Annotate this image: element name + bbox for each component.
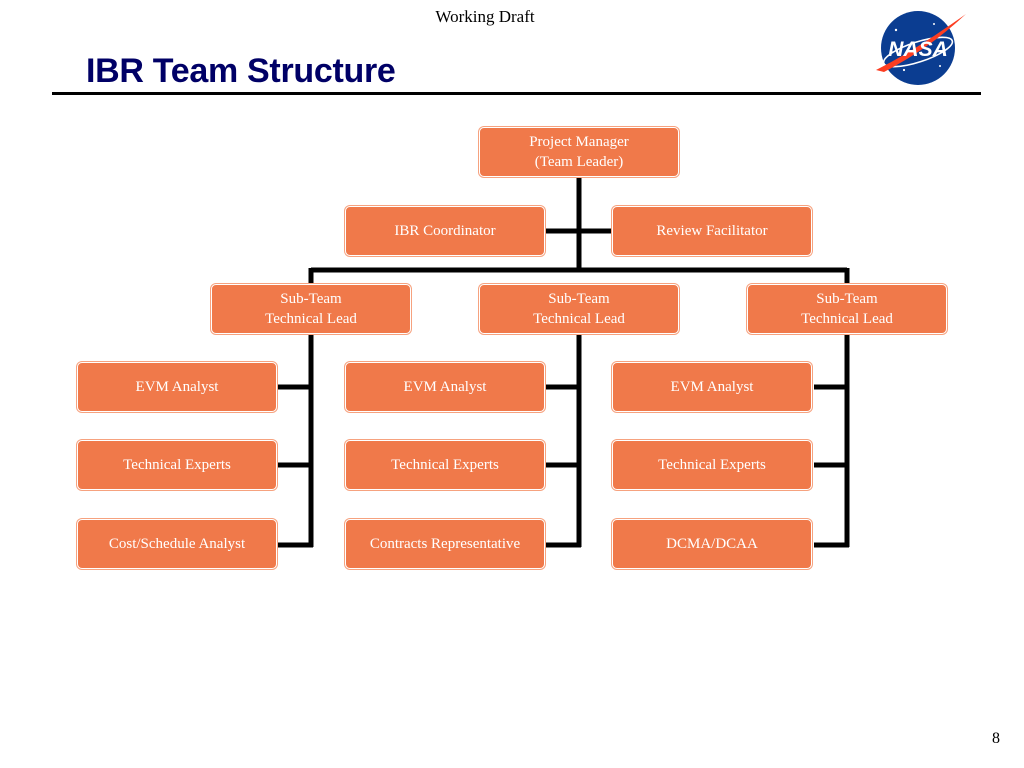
- member-box: Contracts Representative: [345, 519, 545, 569]
- box-label-line1: Sub-Team: [816, 291, 878, 307]
- member-box: Technical Experts: [345, 440, 545, 490]
- logo-lettering: NASA: [888, 38, 948, 61]
- box-label-line1: Project Manager: [529, 134, 629, 150]
- member-box: Cost/Schedule Analyst: [77, 519, 277, 569]
- member-box: EVM Analyst: [612, 362, 812, 412]
- page-number: 8: [992, 730, 1000, 747]
- box-label: DCMA/DCAA: [666, 536, 758, 552]
- box-label-line2: Technical Lead: [265, 311, 357, 327]
- slide-title: IBR Team Structure: [86, 52, 396, 90]
- box-label: IBR Coordinator: [394, 223, 496, 239]
- member-box: Technical Experts: [77, 440, 277, 490]
- box-label: EVM Analyst: [403, 379, 487, 395]
- review-facilitator-box: Review Facilitator: [612, 206, 812, 256]
- box-label: EVM Analyst: [135, 379, 219, 395]
- box-label-line1: Sub-Team: [280, 291, 342, 307]
- box-label: Technical Experts: [123, 457, 231, 473]
- sub-team-lead-box-2: Sub-Team Technical Lead: [479, 284, 679, 334]
- title-underline: [52, 92, 981, 95]
- box-label-line2: Technical Lead: [533, 311, 625, 327]
- box-label: Cost/Schedule Analyst: [108, 536, 246, 552]
- member-box: Technical Experts: [612, 440, 812, 490]
- sub-team-lead-box-1: Sub-Team Technical Lead: [211, 284, 411, 334]
- box-label-line1: Sub-Team: [548, 291, 610, 307]
- box-label: EVM Analyst: [670, 379, 754, 395]
- member-box: DCMA/DCAA: [612, 519, 812, 569]
- box-label-line2: (Team Leader): [534, 154, 624, 170]
- box-label: Technical Experts: [658, 457, 766, 473]
- member-box: EVM Analyst: [77, 362, 277, 412]
- ibr-coordinator-box: IBR Coordinator: [345, 206, 545, 256]
- box-label: Review Facilitator: [656, 223, 768, 239]
- box-label: Contracts Representative: [369, 536, 521, 552]
- nasa-logo: NASA: [876, 11, 966, 85]
- sub-team-lead-box-3: Sub-Team Technical Lead: [747, 284, 947, 334]
- box-label: Technical Experts: [391, 457, 499, 473]
- member-box: EVM Analyst: [345, 362, 545, 412]
- box-label-line2: Technical Lead: [801, 311, 893, 327]
- working-draft-label: Working Draft: [435, 7, 535, 26]
- project-manager-box: Project Manager (Team Leader): [479, 127, 679, 177]
